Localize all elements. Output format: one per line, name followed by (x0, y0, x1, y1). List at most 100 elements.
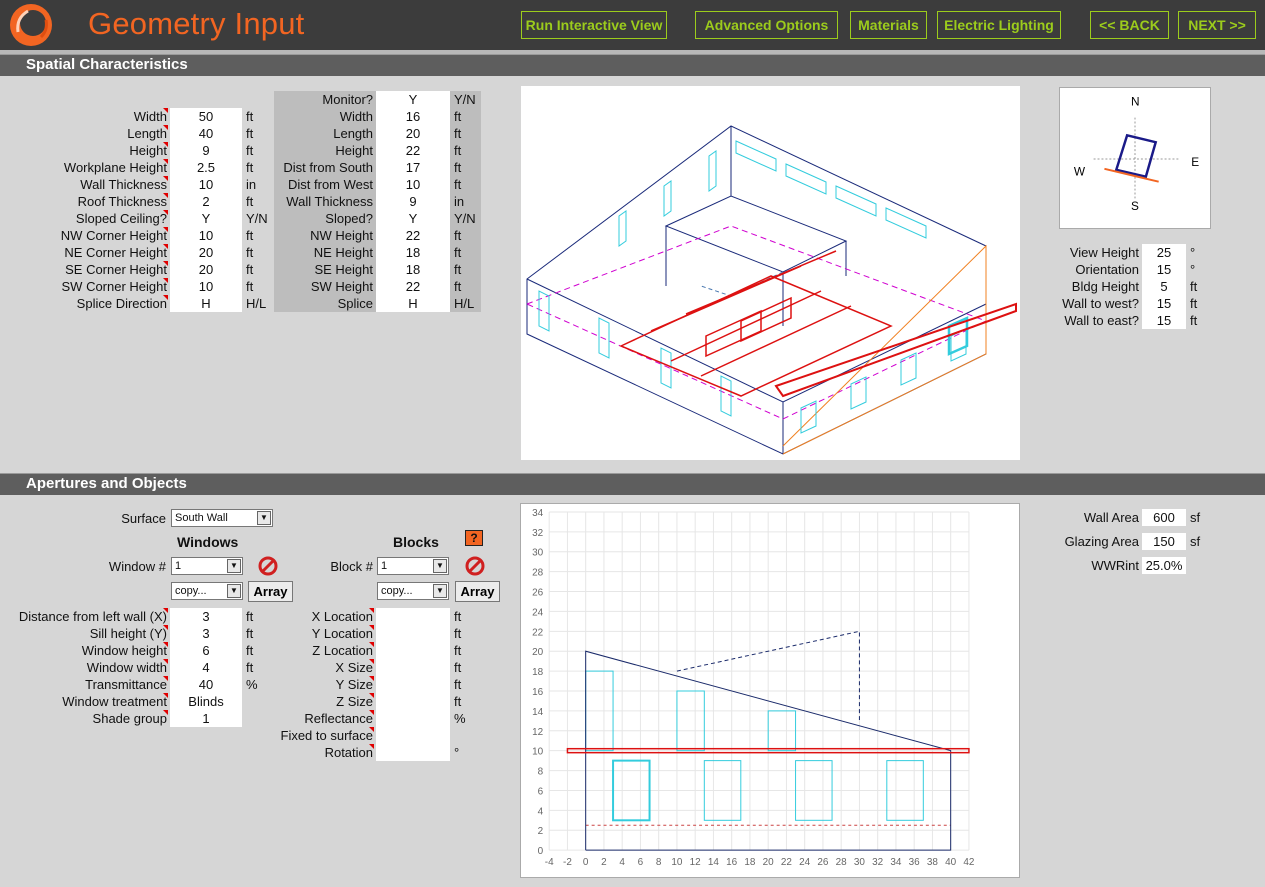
materials-button[interactable]: Materials (850, 11, 927, 39)
field-label: X Location (133, 608, 374, 625)
roof-band (566, 747, 970, 754)
delete-window-icon[interactable] (258, 556, 278, 576)
window-number-select[interactable]: 1▼ (171, 557, 243, 575)
next-button[interactable]: NEXT >> (1178, 11, 1256, 39)
field-unit: sf (1190, 510, 1201, 525)
window-copy-select[interactable]: copy...▼ (171, 582, 243, 600)
field-value[interactable]: Y (376, 210, 450, 227)
field-unit: H/L (454, 296, 475, 311)
3d-geometry-view[interactable] (521, 86, 1020, 460)
back-button[interactable]: << BACK (1090, 11, 1169, 39)
field-unit: in (246, 177, 257, 192)
field-label: Y Size (133, 676, 374, 693)
chevron-down-icon[interactable]: ▼ (433, 559, 447, 573)
field-value[interactable]: 25.0% (1142, 557, 1186, 574)
field-value[interactable]: H (376, 295, 450, 312)
field-unit: ft (246, 109, 254, 124)
field-value[interactable]: 10 (170, 176, 242, 193)
field-value[interactable]: 20 (170, 244, 242, 261)
field-value[interactable]: 20 (376, 125, 450, 142)
field-value[interactable]: 16 (376, 108, 450, 125)
field-value[interactable]: 2.5 (170, 159, 242, 176)
field-label: Splice Direction (0, 295, 168, 312)
field-value[interactable]: 40 (170, 125, 242, 142)
field-value[interactable]: 20 (170, 261, 242, 278)
field-value[interactable]: 1 (170, 710, 242, 727)
field-value[interactable]: 150 (1142, 533, 1186, 550)
field-value[interactable] (376, 676, 450, 693)
field-value[interactable] (376, 625, 450, 642)
field-value[interactable]: H (170, 295, 242, 312)
field-value[interactable]: 600 (1142, 509, 1186, 526)
chevron-down-icon[interactable]: ▼ (257, 511, 271, 525)
field-value[interactable]: 10 (170, 227, 242, 244)
field-value[interactable]: 15 (1142, 312, 1186, 329)
field-value[interactable]: 22 (376, 142, 450, 159)
field-value[interactable]: Blinds (170, 693, 242, 710)
field-value[interactable] (376, 710, 450, 727)
electric-lighting-button[interactable]: Electric Lighting (937, 11, 1061, 39)
advanced-options-button[interactable]: Advanced Options (695, 11, 838, 39)
field-value[interactable] (376, 744, 450, 761)
help-button[interactable]: ? (465, 530, 483, 546)
field-label: Sloped? (325, 211, 373, 226)
field-unit: in (454, 194, 465, 209)
chevron-down-icon[interactable]: ▼ (227, 584, 241, 598)
window-array-button[interactable]: Array (248, 581, 293, 602)
section-title: Apertures and Objects (26, 475, 187, 492)
x-tick-label: 32 (872, 857, 884, 868)
field-value[interactable]: 4 (170, 659, 242, 676)
field-value[interactable] (376, 642, 450, 659)
field-unit: ft (246, 660, 254, 675)
field-value[interactable]: Y (376, 91, 450, 108)
block-copy-select[interactable]: copy...▼ (377, 582, 449, 600)
field-label: View Height (1069, 245, 1139, 260)
field-value[interactable] (376, 727, 450, 744)
field-value[interactable]: 25 (1142, 244, 1186, 261)
field-value[interactable]: 22 (376, 227, 450, 244)
field-value[interactable]: 40 (170, 676, 242, 693)
delete-block-icon[interactable] (465, 556, 485, 576)
x-tick-label: 20 (763, 857, 775, 868)
y-tick-label: 2 (538, 826, 544, 837)
field-value[interactable]: 10 (376, 176, 450, 193)
field-unit: ft (454, 109, 462, 124)
x-tick-label: 18 (744, 857, 756, 868)
field-value[interactable]: Y (170, 210, 242, 227)
field-value[interactable]: 9 (376, 193, 450, 210)
y-tick-label: 18 (532, 667, 544, 678)
block-number-select[interactable]: 1▼ (377, 557, 449, 575)
x-tick-label: 30 (854, 857, 866, 868)
field-value[interactable] (376, 659, 450, 676)
x-tick-label: 42 (963, 857, 975, 868)
chevron-down-icon[interactable]: ▼ (227, 559, 241, 573)
field-value[interactable]: 17 (376, 159, 450, 176)
field-value[interactable]: 22 (376, 278, 450, 295)
field-value[interactable] (376, 608, 450, 625)
run-interactive-view-button[interactable]: Run Interactive View (521, 11, 667, 39)
block-array-button[interactable]: Array (455, 581, 500, 602)
field-value[interactable] (376, 693, 450, 710)
chevron-down-icon[interactable]: ▼ (433, 584, 447, 598)
field-value[interactable]: 2 (170, 193, 242, 210)
page-title: Geometry Input (88, 6, 305, 41)
field-label: Length (333, 126, 373, 141)
field-unit: ft (1190, 296, 1198, 311)
field-value[interactable]: 3 (170, 625, 242, 642)
field-value[interactable]: 15 (1142, 261, 1186, 278)
field-value[interactable]: 3 (170, 608, 242, 625)
field-value[interactable]: 9 (170, 142, 242, 159)
field-value[interactable]: 18 (376, 244, 450, 261)
field-value[interactable]: 10 (170, 278, 242, 295)
field-label: Fixed to surface (133, 727, 374, 744)
x-tick-label: 34 (890, 857, 902, 868)
field-value[interactable]: 5 (1142, 278, 1186, 295)
surface-select[interactable]: South Wall▼ (171, 509, 273, 527)
field-value[interactable]: 18 (376, 261, 450, 278)
field-label: Bldg Height (1071, 279, 1139, 294)
field-value[interactable]: 6 (170, 642, 242, 659)
field-value[interactable]: 15 (1142, 295, 1186, 312)
field-value[interactable]: 50 (170, 108, 242, 125)
